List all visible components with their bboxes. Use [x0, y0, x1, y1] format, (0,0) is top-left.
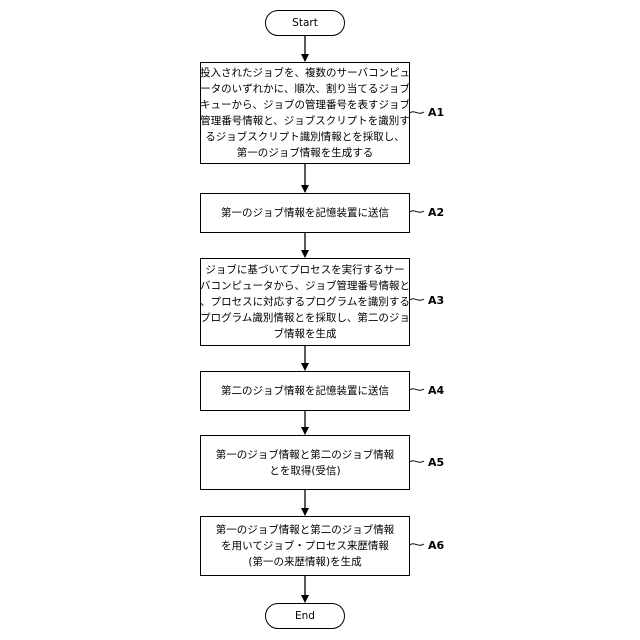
- step-a3-line: ジョブに基づいてプロセスを実行するサー: [205, 262, 404, 278]
- step-a6-label: A6: [428, 539, 444, 552]
- step-a1-line: ータのいずれかに、順次、割り当てるジョブ: [200, 81, 410, 97]
- step-a3-line: ブ情報を生成: [274, 326, 337, 342]
- step-a4-label: A4: [428, 384, 444, 397]
- step-a6-line: (第一の来歴情報)を生成: [248, 554, 361, 570]
- step-a2-line: 第一のジョブ情報を記憶装置に送信: [221, 205, 389, 221]
- step-a5-line: 第一のジョブ情報と第二のジョブ情報: [216, 447, 395, 463]
- step-a2-box: 第一のジョブ情報を記憶装置に送信: [200, 193, 410, 233]
- step-a1-line: キューから、ジョブの管理番号を表すジョブ: [200, 97, 410, 113]
- step-a2-label: A2: [428, 206, 444, 219]
- step-a1-label: A1: [428, 106, 444, 119]
- end-label: End: [295, 610, 315, 622]
- label-leader: [410, 544, 424, 546]
- step-a5-box: 第一のジョブ情報と第二のジョブ情報 とを取得(受信): [200, 435, 410, 490]
- label-leader: [410, 299, 424, 301]
- step-a3-line: 、プロセスに対応するプログラムを識別する: [200, 294, 410, 310]
- step-a6-line: 第一のジョブ情報と第二のジョブ情報: [216, 522, 395, 538]
- step-a3-line: プログラム識別情報とを採取し、第二のジョ: [200, 310, 410, 326]
- start-label: Start: [292, 17, 318, 29]
- step-a3-label: A3: [428, 294, 444, 307]
- step-a4-line: 第二のジョブ情報を記憶装置に送信: [221, 383, 389, 399]
- step-a6-box: 第一のジョブ情報と第二のジョブ情報 を用いてジョブ・プロセス来歴情報 (第一の来…: [200, 516, 410, 576]
- label-leader: [410, 389, 424, 391]
- step-a1-line: 第一のジョブ情報を生成する: [237, 145, 374, 161]
- step-a5-label: A5: [428, 456, 444, 469]
- label-leader: [410, 461, 424, 463]
- step-a1-line: 投入されたジョブを、複数のサーバコンピュ: [200, 65, 410, 81]
- step-a5-line: とを取得(受信): [269, 463, 340, 479]
- step-a6-line: を用いてジョブ・プロセス来歴情報: [221, 538, 389, 554]
- label-leader: [410, 211, 424, 213]
- step-a3-box: ジョブに基づいてプロセスを実行するサー バコンピュータから、ジョブ管理番号情報と…: [200, 258, 410, 346]
- step-a1-line: 管理番号情報と、ジョブスクリプトを識別す: [200, 113, 410, 129]
- label-leader: [410, 112, 424, 114]
- step-a4-box: 第二のジョブ情報を記憶装置に送信: [200, 371, 410, 411]
- start-terminal: Start: [265, 10, 345, 36]
- step-a1-box: 投入されたジョブを、複数のサーバコンピュ ータのいずれかに、順次、割り当てるジョ…: [200, 62, 410, 164]
- end-terminal: End: [265, 603, 345, 629]
- step-a3-line: バコンピュータから、ジョブ管理番号情報と: [200, 278, 410, 294]
- step-a1-line: るジョブスクリプト識別情報とを採取し、: [205, 129, 405, 145]
